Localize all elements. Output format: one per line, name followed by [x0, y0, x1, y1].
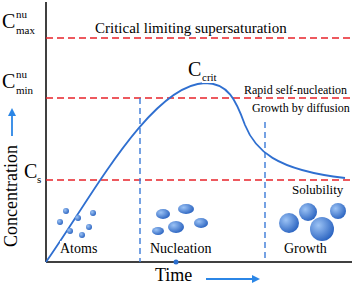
atom-dots — [57, 208, 96, 238]
y-arrow — [11, 110, 13, 136]
x-arrow — [206, 278, 258, 280]
phase-divider — [139, 98, 140, 262]
symbol-letter: C — [2, 10, 15, 32]
level-label: Critical limiting supersaturation — [95, 20, 287, 37]
min-level — [46, 97, 352, 99]
grown-particles — [279, 203, 346, 241]
solubility-level — [46, 179, 352, 181]
nuclei — [152, 204, 208, 235]
level-label: Growth by diffusion — [252, 102, 350, 115]
superscript: nu — [16, 8, 27, 20]
superscript: nu — [16, 68, 27, 80]
axis-dot — [174, 260, 179, 265]
phase-label: Growth — [284, 241, 327, 256]
symbol-letter: C — [188, 58, 201, 80]
subscript: crit — [202, 71, 217, 83]
x-axis — [46, 261, 352, 263]
axis-label: Time — [155, 266, 192, 286]
subscript: s — [37, 173, 41, 185]
level-label: Rapid self-nucleation — [244, 84, 347, 97]
symbol-letter: C — [2, 70, 15, 92]
axis-label: Concentration — [2, 145, 22, 247]
phase-label: Atoms — [60, 241, 97, 256]
phase-divider — [264, 122, 265, 262]
level-label: Solubility — [292, 183, 343, 197]
max-level — [46, 37, 352, 39]
subscript: min — [16, 84, 33, 96]
y-axis — [45, 2, 47, 262]
symbol-letter: C — [24, 160, 37, 182]
phase-label: Nucleation — [150, 241, 211, 256]
subscript: max — [16, 24, 35, 36]
